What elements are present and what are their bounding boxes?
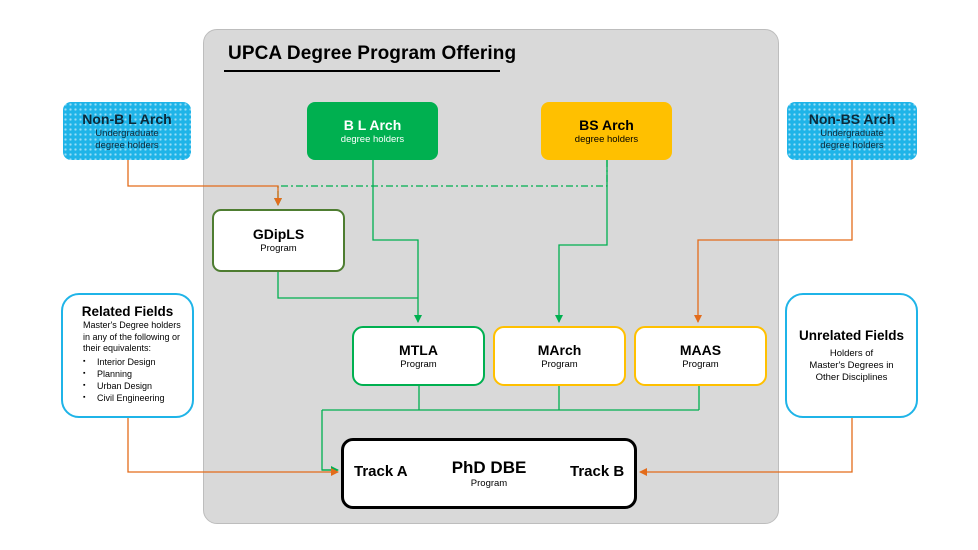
list-item: Interior Design bbox=[83, 356, 165, 368]
node-subtitle: Undergraduate bbox=[95, 127, 159, 139]
node-title: Non-BS Arch bbox=[808, 110, 896, 127]
link-non-bl-to-gdipls bbox=[127, 160, 282, 206]
related-desc: in any of the following or bbox=[83, 331, 181, 342]
node-subtitle: degree holders bbox=[574, 133, 639, 145]
node-maas: MAAS Program bbox=[634, 326, 767, 386]
node-non-bl-arch: Non-B L Arch Undergraduate degree holder… bbox=[63, 102, 191, 160]
node-subtitle: degree holders bbox=[820, 139, 884, 151]
node-title: PhD DBE bbox=[451, 457, 527, 477]
node-subtitle: Program bbox=[260, 243, 297, 254]
node-title: Unrelated Fields bbox=[798, 328, 905, 343]
node-bs-arch: BS Arch degree holders bbox=[541, 102, 672, 160]
node-unrelated-fields: Unrelated Fields Holders of Master's Deg… bbox=[785, 293, 918, 418]
node-title: B L Arch bbox=[343, 116, 402, 133]
link-masters-to-phd bbox=[321, 386, 700, 471]
node-title: BS Arch bbox=[579, 116, 634, 133]
node-subtitle: Other Disciplines bbox=[815, 372, 888, 383]
node-bl-arch: B L Arch degree holders bbox=[307, 102, 438, 160]
link-bl-to-mtla bbox=[372, 160, 422, 323]
track-a-label: Track A bbox=[354, 463, 408, 480]
node-related-fields: Related Fields Master's Degree holders i… bbox=[61, 293, 194, 418]
node-title: MArch bbox=[537, 341, 582, 358]
link-non-bs-to-maas bbox=[694, 160, 853, 323]
link-bs-to-march bbox=[555, 160, 608, 323]
node-non-bs-arch: Non-BS Arch Undergraduate degree holders bbox=[787, 102, 917, 160]
diagram-title: UPCA Degree Program Offering bbox=[228, 43, 517, 64]
related-desc: their equivalents: bbox=[83, 343, 152, 353]
node-subtitle: Program bbox=[400, 358, 437, 370]
link-related-to-phd bbox=[127, 418, 339, 476]
node-title: Related Fields bbox=[81, 304, 174, 319]
title-underline bbox=[224, 70, 500, 72]
node-title: MTLA bbox=[399, 341, 438, 358]
node-gdipls: GDipLS Program bbox=[212, 209, 345, 272]
list-item: Urban Design bbox=[83, 380, 165, 392]
dashdot-link bbox=[274, 160, 608, 206]
track-b-label: Track B bbox=[570, 463, 625, 480]
list-item: Civil Engineering bbox=[83, 392, 165, 404]
node-mtla: MTLA Program bbox=[352, 326, 485, 386]
node-subtitle: Program bbox=[470, 477, 508, 489]
node-subtitle: degree holders bbox=[340, 133, 405, 145]
link-unrelated-to-phd bbox=[639, 418, 853, 476]
node-subtitle: degree holders bbox=[95, 139, 159, 151]
node-subtitle: Holders of bbox=[829, 348, 874, 359]
list-item: Planning bbox=[83, 368, 165, 380]
node-subtitle: Undergraduate bbox=[820, 127, 884, 139]
node-subtitle: Master's Degrees in bbox=[809, 360, 894, 371]
node-title: MAAS bbox=[679, 341, 722, 358]
node-title: Non-B L Arch bbox=[82, 110, 172, 127]
related-desc: Master's Degree holders bbox=[83, 320, 181, 330]
related-fields-list: Interior Design Planning Urban Design Ci… bbox=[83, 356, 165, 404]
link-gdipls-to-mtla bbox=[277, 272, 418, 299]
node-title: GDipLS bbox=[252, 226, 305, 242]
node-march: MArch Program bbox=[493, 326, 626, 386]
node-subtitle: Program bbox=[541, 358, 578, 370]
node-subtitle: Program bbox=[682, 358, 719, 370]
node-phd-dbe: PhD DBE Program bbox=[341, 438, 637, 509]
